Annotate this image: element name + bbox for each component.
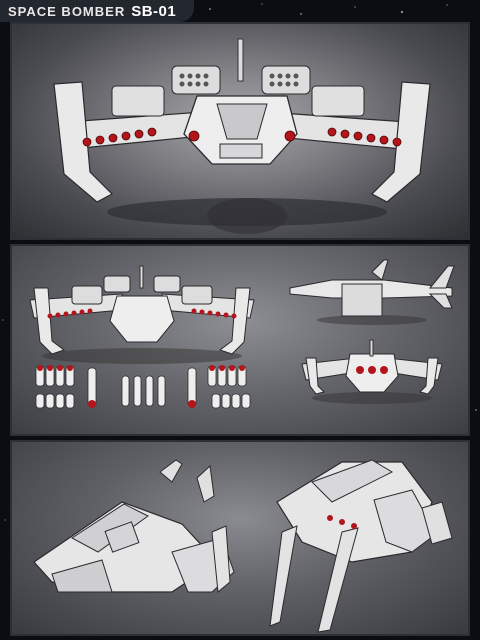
spaceship-perspective-illustration	[33, 459, 453, 633]
perspective-panel	[10, 440, 470, 636]
spaceship-parts-illustration	[29, 259, 455, 409]
title-tab: SPACE BOMBER SB-01	[0, 0, 195, 22]
spaceship-front-illustration	[53, 38, 431, 234]
front-hero-panel	[10, 22, 470, 240]
model-code: SB-01	[131, 2, 177, 20]
parts-ordnance-panel	[10, 244, 470, 436]
title-text: SPACE BOMBER	[8, 3, 126, 19]
